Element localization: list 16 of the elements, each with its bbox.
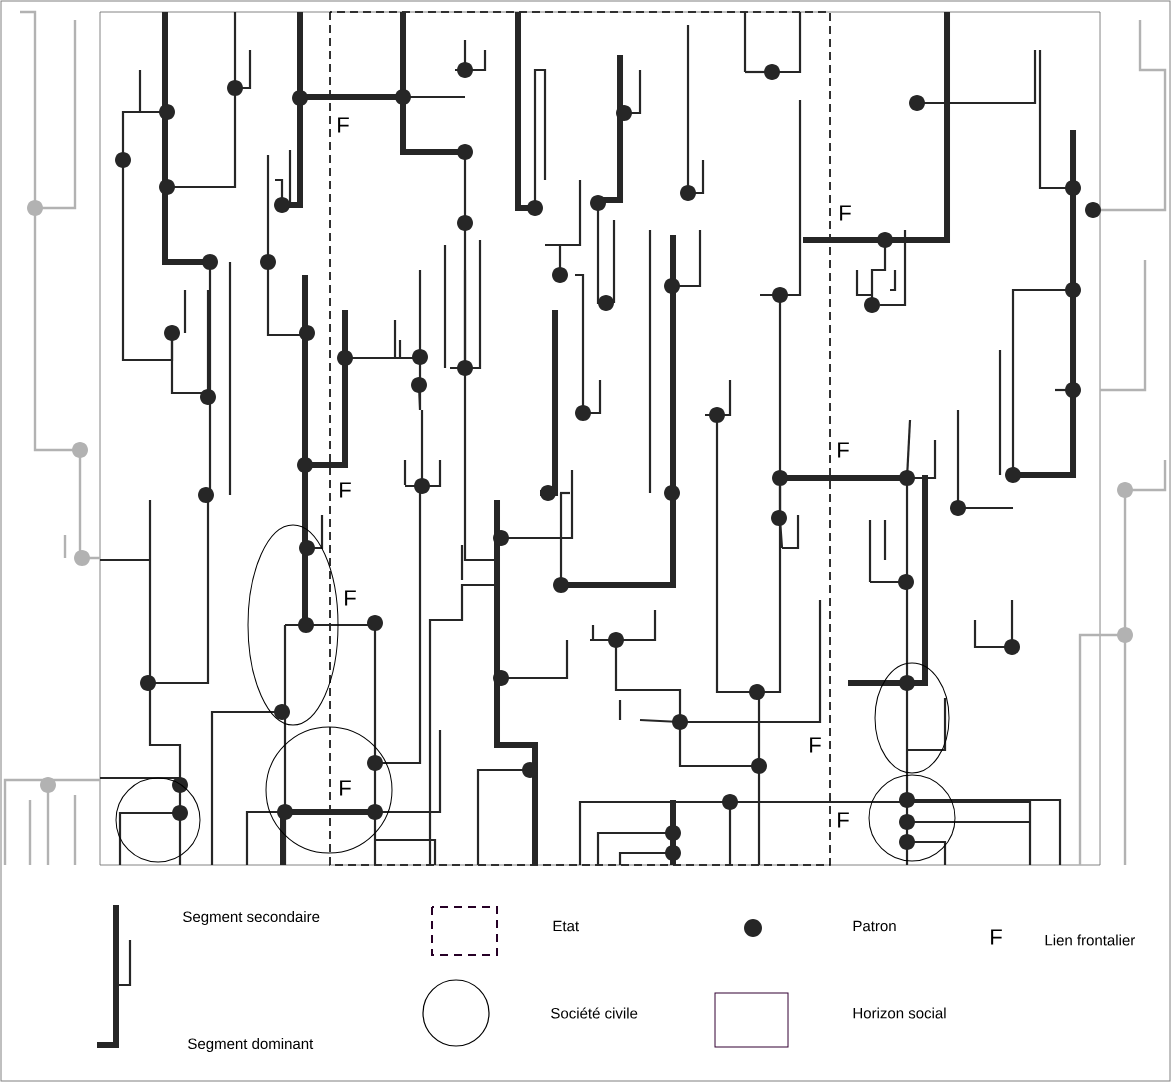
frontier-letter: F [838,812,849,828]
legend-label: Segment dominant [188,1038,314,1052]
legend-label: Patron [853,920,896,932]
frontier-letter: F [840,205,851,221]
frontier-letter: F [340,780,351,796]
frontier-letter: F [345,590,356,606]
legend-label: Société civile [551,1007,638,1019]
frontier-letter: F [340,482,351,498]
legend-label: Horizon social [853,1007,946,1019]
legend-label: Segment secondaire [183,911,320,925]
legend-label: Etat [553,920,579,932]
frontier-letter: F [991,929,1002,945]
frontier-letter: F [810,737,821,753]
legend-label: Lien frontalier [1045,934,1135,946]
frontier-letter: F [838,442,849,458]
frontier-letter: F [338,117,349,133]
